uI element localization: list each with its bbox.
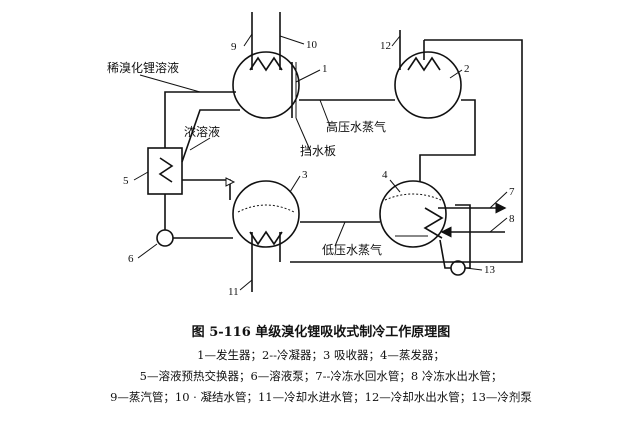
- refrigerant-pump: [450, 260, 466, 276]
- legend-line-2: 5—溶液预热交换器；6—溶液泵；7--冷冻水回水管；8 冷冻水出水管；: [139, 369, 503, 383]
- solution-pump: [156, 229, 174, 247]
- number-12: 12: [380, 40, 391, 52]
- number-11: 11: [228, 286, 239, 298]
- concentrated-solution-to-absorber: [182, 179, 231, 200]
- evaporator-coil: [423, 207, 444, 239]
- throttle-valve: [225, 177, 236, 187]
- number-5: 5: [123, 175, 129, 187]
- concentrated-solution-line: [181, 109, 240, 163]
- label-dilute-solution: 稀溴化锂溶液: [107, 60, 179, 75]
- absorber-coil: [249, 230, 283, 246]
- number-9: 9: [231, 41, 237, 53]
- generator-vessel: [232, 51, 300, 119]
- legend-line-1: 1—发生器；2--冷凝器；3 吸收器；4—蒸发器；: [197, 348, 445, 362]
- legend-line-3: 9—蒸汽管；10 · 凝结水管；11—冷却水进水管；12—冷却水出水管；13—冷…: [110, 390, 532, 404]
- figure-caption: 图 5-116 单级溴化锂吸收式制冷工作原理图 1—发生器；2--冷凝器；3 吸…: [0, 322, 642, 408]
- number-4: 4: [382, 169, 388, 181]
- number-1: 1: [322, 63, 328, 75]
- label-concentrated-solution: 浓溶液: [184, 124, 220, 139]
- number-2: 2: [464, 63, 470, 75]
- generator-heating-coil: [249, 56, 283, 72]
- label-baffle: 挡水板: [300, 144, 336, 158]
- dilute-solution-line: [164, 91, 236, 148]
- label-high-pressure-vapor: 高压水蒸气: [326, 119, 386, 134]
- condenser-vessel: [394, 51, 462, 119]
- evaporator-vessel: [379, 180, 447, 248]
- number-10: 10: [306, 39, 318, 51]
- refrigerant-line: [419, 99, 476, 185]
- number-7: 7: [509, 186, 515, 198]
- number-8: 8: [509, 213, 515, 225]
- refrigerant-recirculation-line: [455, 204, 471, 269]
- number-3: 3: [302, 169, 308, 181]
- number-13: 13: [484, 264, 496, 276]
- figure-title: 图 5-116 单级溴化锂吸收式制冷工作原理图: [191, 325, 451, 340]
- absorber-vessel: [232, 180, 300, 248]
- solution-heat-exchanger: [147, 147, 183, 195]
- condenser-coil: [407, 56, 441, 72]
- number-6: 6: [128, 253, 134, 265]
- label-low-pressure-vapor: 低压水蒸气: [322, 242, 382, 257]
- cooling-water-loop: [290, 39, 523, 263]
